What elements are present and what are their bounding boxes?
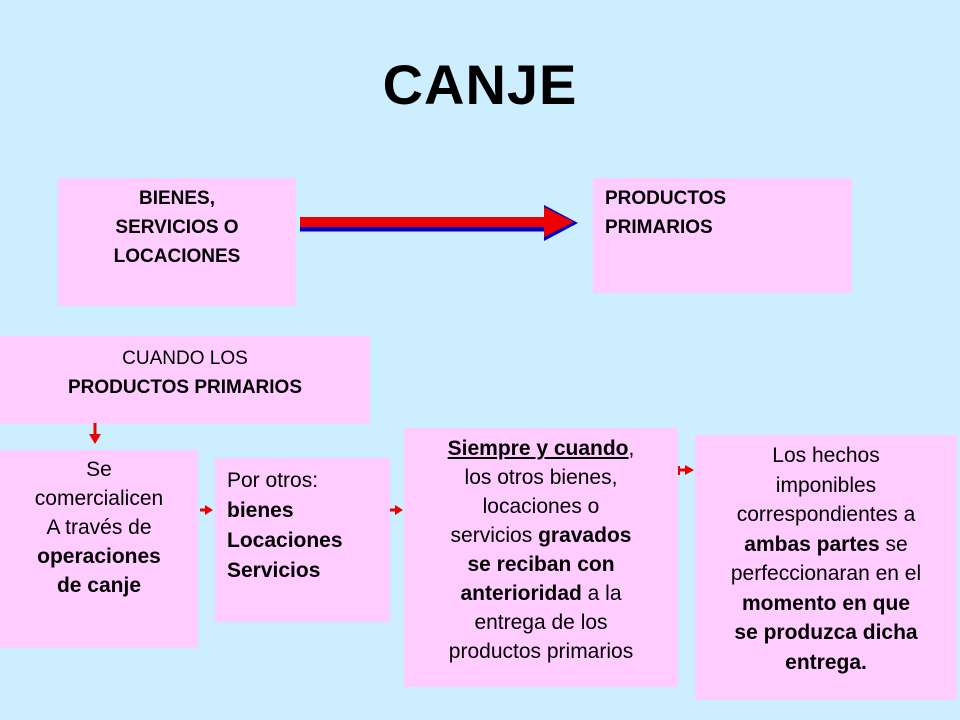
- main-arrow-head: [544, 207, 574, 237]
- box-line: SERVICIOS O: [115, 217, 239, 238]
- box-line: correspondientes a: [736, 503, 916, 526]
- box-cuando-los: CUANDO LOS PRODUCTOS PRIMARIOS: [0, 336, 370, 424]
- bold-text: ambas partes: [744, 532, 880, 556]
- box-line: A través de: [46, 516, 152, 539]
- box-line: PRIMARIOS: [605, 217, 713, 238]
- text-span: servicios: [450, 524, 539, 547]
- box-line: operaciones: [37, 545, 161, 568]
- box-line: momento en que: [741, 591, 910, 615]
- box-line: BIENES,: [138, 188, 216, 209]
- small-arrow-head: [685, 465, 694, 475]
- box-line: Se: [86, 458, 112, 481]
- box-line: bienes: [227, 499, 294, 522]
- small-arrow-head: [205, 505, 213, 515]
- box-siempre-y-cuando: Siempre y cuando, los otros bienes, loca…: [404, 428, 678, 687]
- box-line: Servicios: [227, 559, 321, 582]
- box-line: productos primarios: [448, 640, 634, 663]
- bold-text: gravados: [538, 524, 632, 547]
- box-line: entrega de los: [474, 611, 608, 634]
- page-title: CANJE: [382, 53, 578, 116]
- box-line: entrega.: [785, 650, 867, 674]
- underlined-text: Siempre y cuando: [447, 437, 629, 460]
- small-arrow-3: [678, 465, 694, 475]
- box-line: Los hechos: [772, 444, 880, 467]
- box-line: perfeccionaran en el: [730, 562, 922, 585]
- small-arrow-2: [390, 505, 403, 515]
- box-se-comercialicen: Se comercialicen A través de operaciones…: [0, 450, 198, 648]
- text-span: se: [879, 532, 908, 556]
- bold-text: anterioridad: [460, 582, 582, 605]
- box-line: Siempre y cuando,: [404, 434, 678, 463]
- box-line: imponibles: [775, 473, 877, 497]
- box-line: los otros bienes,: [464, 466, 618, 489]
- main-arrow: [300, 205, 578, 241]
- down-arrow-head: [89, 434, 101, 444]
- box-line: LOCACIONES: [113, 246, 241, 267]
- box-line: locaciones o: [482, 495, 600, 518]
- box-line: PRODUCTOS PRIMARIOS: [67, 377, 302, 398]
- text-span: ,: [628, 437, 635, 460]
- small-arrow-1: [200, 505, 213, 515]
- box-line: PRODUCTOS: [605, 188, 727, 209]
- box-line: ambas partes se: [695, 530, 957, 560]
- box-line: se produzca dicha: [734, 621, 918, 644]
- box-line: de canje: [56, 574, 142, 597]
- box-line: Por otros:: [227, 469, 319, 492]
- down-arrow: [89, 423, 101, 444]
- box-line: se reciban con: [467, 553, 615, 576]
- box-hechos-imponibles: Los hechos imponibles correspondientes a…: [695, 435, 957, 700]
- box-line: comercialicen: [34, 487, 164, 510]
- box-line: CUANDO LOS: [122, 348, 248, 369]
- box-bienes-servicios-locaciones: BIENES, SERVICIOS O LOCACIONES: [58, 178, 296, 306]
- box-line: anterioridad a la: [404, 579, 678, 608]
- main-arrow-head-shadow: [544, 205, 578, 241]
- box-line: Locaciones: [227, 529, 343, 552]
- small-arrow-head: [395, 505, 403, 515]
- box-line: servicios gravados: [404, 521, 678, 550]
- box-productos-primarios: PRODUCTOS PRIMARIOS: [593, 178, 852, 293]
- box-por-otros: Por otros: bienes Locaciones Servicios: [215, 458, 390, 622]
- text-span: a la: [581, 582, 622, 605]
